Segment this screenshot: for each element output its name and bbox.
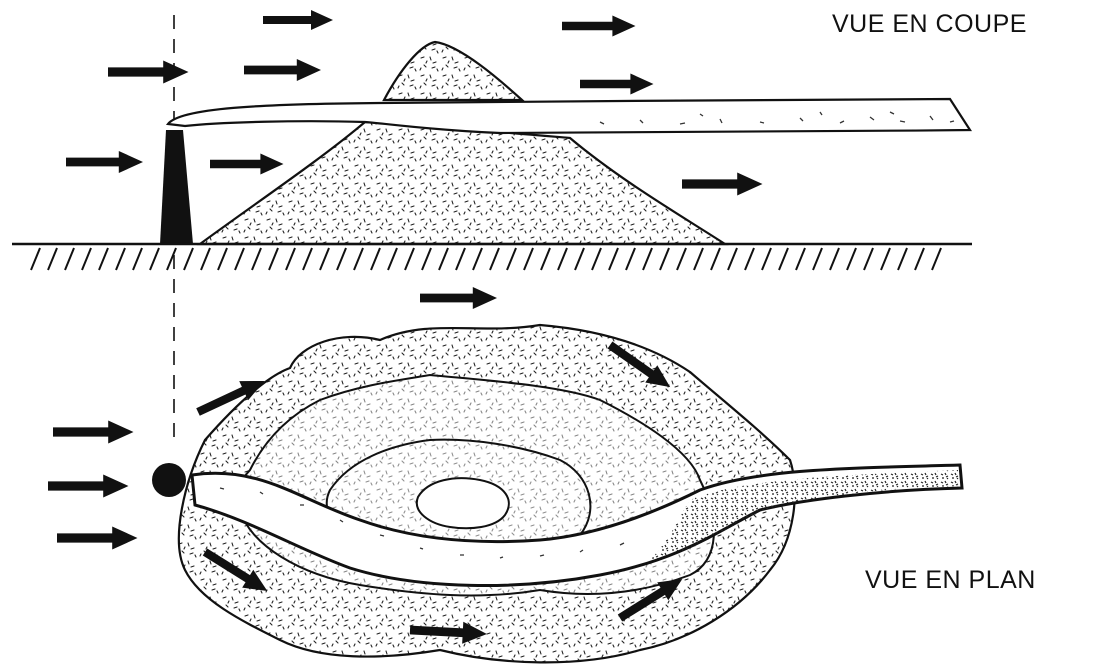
- hatch-stroke: [320, 248, 329, 270]
- wind-arrow-icon: [108, 61, 189, 84]
- hatch-stroke: [116, 248, 125, 270]
- hatch-stroke: [337, 248, 346, 270]
- hatch-stroke: [65, 248, 74, 270]
- wind-arrow-icon: [682, 173, 763, 196]
- hatch-stroke: [677, 248, 686, 270]
- hatch-stroke: [235, 248, 244, 270]
- chimney-point-icon: [152, 463, 186, 497]
- wind-arrow-icon: [562, 16, 636, 37]
- hatch-stroke: [31, 248, 40, 270]
- hatch-stroke: [439, 248, 448, 270]
- wind-arrow-icon: [48, 475, 129, 498]
- smoke-plume-section: [168, 99, 970, 133]
- hatch-stroke: [847, 248, 856, 270]
- hatch-stroke: [405, 248, 414, 270]
- hatch-stroke: [524, 248, 533, 270]
- hatch-stroke: [82, 248, 91, 270]
- hatch-stroke: [473, 248, 482, 270]
- hatch-stroke: [201, 248, 210, 270]
- hatch-stroke: [150, 248, 159, 270]
- hatch-stroke: [813, 248, 822, 270]
- hatch-stroke: [745, 248, 754, 270]
- hatch-stroke: [269, 248, 278, 270]
- hatch-stroke: [762, 248, 771, 270]
- hatch-stroke: [456, 248, 465, 270]
- wind-arrow-icon: [53, 421, 134, 444]
- chimney-icon: [160, 130, 193, 244]
- hatch-stroke: [422, 248, 431, 270]
- hatch-stroke: [626, 248, 635, 270]
- wind-arrow-icon: [244, 59, 321, 81]
- hatch-stroke: [48, 248, 57, 270]
- contour-summit: [417, 478, 509, 528]
- hatch-stroke: [779, 248, 788, 270]
- hatch-stroke: [796, 248, 805, 270]
- hatch-stroke: [864, 248, 873, 270]
- hatch-stroke: [252, 248, 261, 270]
- hill-cross-section: [200, 122, 725, 244]
- hatch-stroke: [694, 248, 703, 270]
- hatch-stroke: [643, 248, 652, 270]
- hatch-stroke: [898, 248, 907, 270]
- wind-arrow-icon: [420, 287, 497, 309]
- hatch-stroke: [490, 248, 499, 270]
- wind-arrow-icon: [580, 74, 654, 95]
- hatch-stroke: [830, 248, 839, 270]
- wind-arrow-icon: [66, 151, 143, 173]
- plan-view-label: VUE EN PLAN: [865, 566, 1036, 595]
- plan-view: [48, 325, 962, 662]
- hatch-stroke: [660, 248, 669, 270]
- wind-arrow-icon: [210, 154, 284, 175]
- hatch-stroke: [99, 248, 108, 270]
- hill-peak-above-plume: [384, 42, 522, 100]
- hatch-stroke: [371, 248, 380, 270]
- hatch-stroke: [184, 248, 193, 270]
- wind-arrow-icon: [57, 527, 138, 550]
- hatch-stroke: [728, 248, 737, 270]
- hatch-stroke: [711, 248, 720, 270]
- wind-arrow-icon: [263, 10, 333, 30]
- hatch-stroke: [575, 248, 584, 270]
- hatch-stroke: [592, 248, 601, 270]
- hatch-stroke: [609, 248, 618, 270]
- hatch-stroke: [541, 248, 550, 270]
- hatch-stroke: [558, 248, 567, 270]
- section-view-label: VUE EN COUPE: [832, 10, 1027, 39]
- hatch-stroke: [932, 248, 941, 270]
- hatch-stroke: [354, 248, 363, 270]
- hatch-stroke: [388, 248, 397, 270]
- hatch-stroke: [507, 248, 516, 270]
- hatch-stroke: [133, 248, 142, 270]
- hatch-stroke: [881, 248, 890, 270]
- hatch-stroke: [303, 248, 312, 270]
- hatch-stroke: [915, 248, 924, 270]
- hatch-stroke: [286, 248, 295, 270]
- ground-hatching: [31, 248, 941, 270]
- hatch-stroke: [218, 248, 227, 270]
